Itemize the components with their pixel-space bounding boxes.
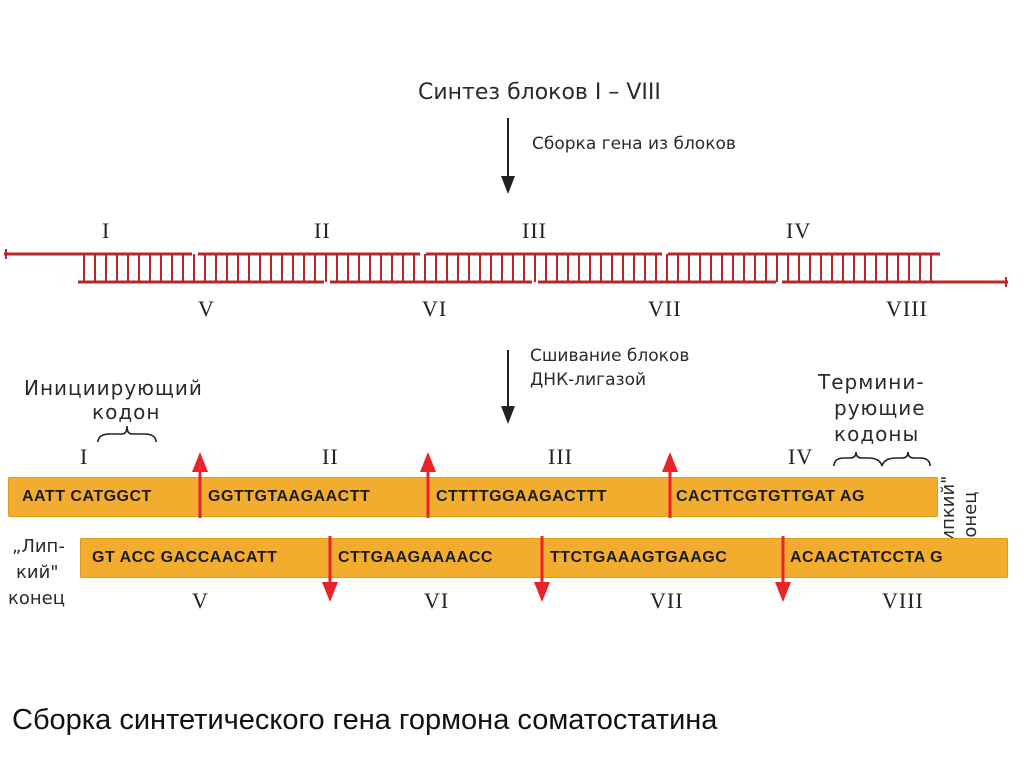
ladder-label-bottom-6: VI bbox=[422, 296, 448, 321]
terminating-codons-brace-icon bbox=[833, 451, 931, 467]
bottom-strand-label-7: VII bbox=[650, 588, 684, 613]
ladder-label-bottom-8: VIII bbox=[886, 296, 928, 321]
ladder-label-top-3: III bbox=[522, 218, 547, 243]
ligation-down-arrow-icon bbox=[775, 536, 791, 602]
top-segment-4: CACTTCGTGTTGAT AG bbox=[676, 488, 865, 505]
down-arrow-icon bbox=[501, 118, 515, 194]
assembly-label: Сборка гена из блоков bbox=[532, 134, 736, 154]
sticky-end-left-line2: кий" bbox=[16, 562, 59, 583]
sticky-end-left-line1: „Лип- bbox=[12, 536, 65, 557]
bottom-strand-label-8: VIII bbox=[882, 588, 924, 613]
bottom-dna-strand bbox=[80, 538, 1008, 578]
ladder-label-bottom-7: VII bbox=[648, 296, 682, 321]
initiating-codon-label-line2: кодон bbox=[92, 400, 161, 424]
bottom-segment-4: ACAACTATCCTA G bbox=[790, 549, 944, 566]
ladder-label-bottom-5: V bbox=[198, 296, 215, 321]
sticky-end-left-line3: конец bbox=[8, 588, 65, 609]
top-strand-label-2: II bbox=[322, 444, 339, 469]
dna-ladder bbox=[4, 249, 1008, 287]
down-arrow-icon bbox=[501, 350, 515, 424]
ligation-label-line1: Сшивание блоков bbox=[530, 346, 690, 366]
ligation-up-arrow-icon bbox=[662, 452, 678, 518]
bottom-segment-3: TTCTGAAAGTGAAGC bbox=[550, 549, 728, 566]
bottom-strand-label-5: V bbox=[192, 588, 209, 613]
terminating-codons-label-line1: Термини- bbox=[818, 370, 925, 394]
bottom-segment-2: CTTGAAGAAAACC bbox=[338, 549, 493, 566]
bottom-segment-1: GT ACC GACCAACATT bbox=[92, 549, 278, 566]
ligation-arrows bbox=[192, 452, 791, 602]
synthesis-title: Синтез блоков I – VIII bbox=[418, 80, 661, 105]
initiating-codon-brace-icon bbox=[97, 425, 157, 443]
top-strand-label-3: III bbox=[548, 444, 573, 469]
top-segment-2: GGTTGTAAGAACTT bbox=[208, 488, 371, 505]
figure-caption: Сборка синтетического гена гормона сомат… bbox=[12, 704, 718, 736]
ligation-up-arrow-icon bbox=[192, 452, 208, 518]
ladder-label-top-1: I bbox=[102, 218, 111, 243]
initiating-codon-label-line1: Инициирующий bbox=[24, 376, 203, 400]
ladder-label-top-4: IV bbox=[786, 218, 812, 243]
top-strand-label-1: I bbox=[80, 444, 89, 469]
top-dna-strand bbox=[8, 477, 938, 517]
ladder-label-top-2: II bbox=[314, 218, 331, 243]
ligation-up-arrow-icon bbox=[420, 452, 436, 518]
top-segment-3: CTTTTGGAAGACTTT bbox=[436, 488, 608, 505]
bottom-strand-label-6: VI bbox=[424, 588, 450, 613]
ligation-down-arrow-icon bbox=[322, 536, 338, 602]
top-segment-1: AATT CATGGCT bbox=[22, 488, 152, 505]
ligation-label-line2: ДНК-лигазой bbox=[530, 370, 647, 390]
top-strand-label-4: IV bbox=[788, 444, 814, 469]
terminating-codons-label-line2: рующие bbox=[834, 396, 926, 420]
ligation-down-arrow-icon bbox=[534, 536, 550, 602]
terminating-codons-label-line3: кодоны bbox=[834, 422, 920, 446]
